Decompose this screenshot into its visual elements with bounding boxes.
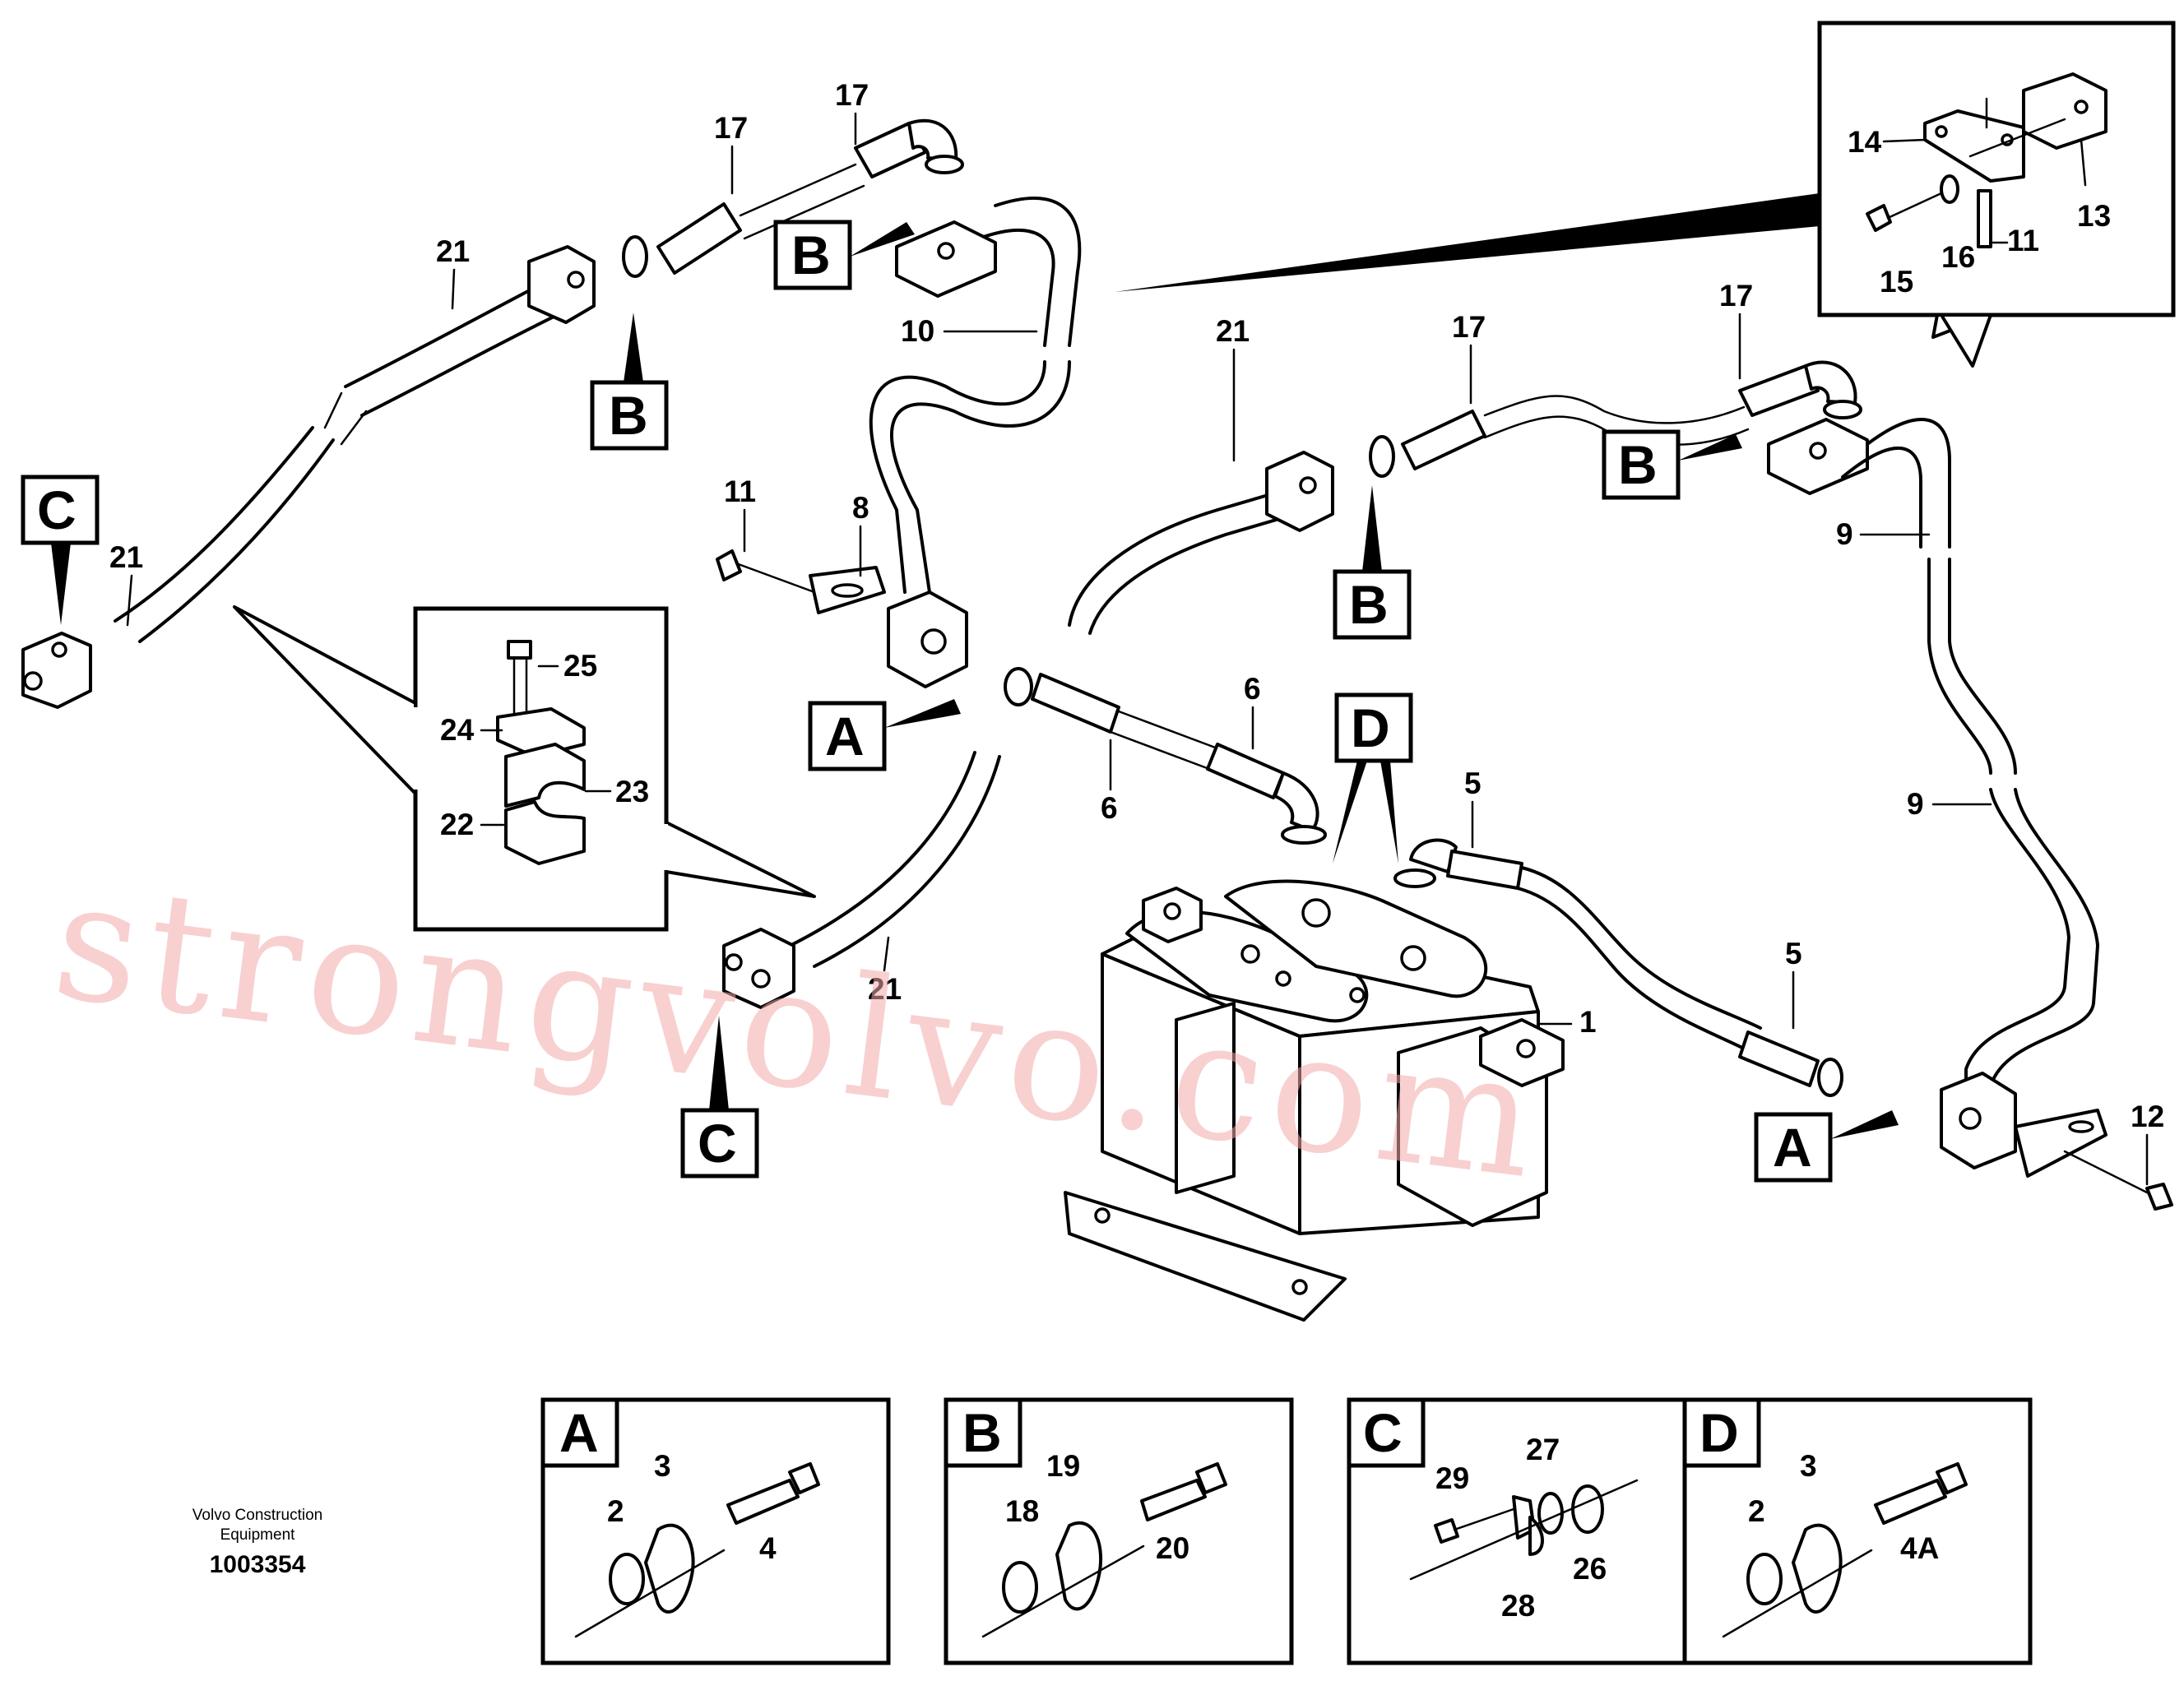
- label-23: 23: [615, 775, 649, 808]
- left-upper-hose-assembly: [21, 118, 1082, 709]
- detail-callout-clamp: 25 24 23 22: [233, 605, 816, 932]
- tag-b-right-lower: B: [1349, 574, 1389, 635]
- detail-panel-d: D 2 3 4A: [1682, 1397, 2033, 1665]
- detail-callout-top-right: 14 13 15 16 11: [1115, 21, 2176, 368]
- tag-b-upper: B: [791, 225, 831, 285]
- tag-a-right: A: [1773, 1117, 1812, 1178]
- tag-b-left: B: [609, 385, 648, 446]
- panel-c-label-28: 28: [1501, 1589, 1535, 1623]
- document-number: 1003354: [210, 1551, 306, 1578]
- label-22: 22: [440, 808, 474, 841]
- label-12: 12: [2131, 1100, 2164, 1133]
- panel-b-label-18: 18: [1005, 1494, 1039, 1528]
- label-15: 15: [1880, 265, 1913, 299]
- flange-c-left: [21, 632, 92, 709]
- label-17-right-a: 17: [1452, 310, 1486, 344]
- tag-b-right: B: [1618, 434, 1658, 495]
- label-5-lower: 5: [1785, 937, 1802, 970]
- label-6-upper: 6: [1244, 672, 1261, 706]
- label-21-lower: 21: [868, 972, 902, 1006]
- panel-c-label-26: 26: [1573, 1552, 1607, 1586]
- panel-a-label-2: 2: [607, 1494, 624, 1528]
- label-24: 24: [440, 713, 475, 747]
- detail-panel-a: A 2 3 4: [540, 1397, 891, 1665]
- label-21-upper: 21: [436, 234, 470, 268]
- panel-a-label-3: 3: [654, 1449, 671, 1483]
- label-21-right: 21: [1216, 314, 1250, 348]
- label-13: 13: [2077, 199, 2111, 233]
- caption-line-2: Equipment: [220, 1526, 296, 1544]
- label-5-upper: 5: [1464, 766, 1482, 800]
- panel-d-label-3: 3: [1800, 1449, 1817, 1483]
- flange-b-top: [527, 245, 596, 324]
- tag-d-center: D: [1351, 697, 1390, 758]
- lower-hose-to-c: [722, 751, 1001, 1009]
- view-reference-tags: B B C A C D B B A: [21, 220, 1899, 1183]
- detail-panel-b: B 18 19 20: [944, 1397, 1294, 1665]
- flange-b-right: [1265, 451, 1334, 532]
- label-25: 25: [563, 649, 597, 683]
- panel-a-letter: A: [559, 1402, 599, 1463]
- label-9-lower: 9: [1907, 787, 1924, 821]
- part-number-labels: 17 17 21 21 10 11 8 6 6 5 5 1 21 21 17 1…: [109, 78, 2164, 1186]
- tag-a-center: A: [825, 706, 865, 766]
- flange-c-center: [722, 928, 795, 1009]
- label-11: 11: [724, 475, 756, 508]
- label-6-lower: 6: [1101, 791, 1118, 825]
- detail-panel-c: C 29 27 28 26: [1347, 1397, 1697, 1665]
- label-17-right-b: 17: [1719, 279, 1753, 313]
- label-11-callout: 11: [2007, 224, 2039, 257]
- tag-c-left: C: [37, 479, 77, 540]
- label-8: 8: [852, 491, 869, 525]
- panel-c-label-29: 29: [1435, 1461, 1469, 1495]
- center-fitting-a: [716, 549, 1327, 845]
- valve-block: [1064, 838, 1843, 1322]
- panel-a-label-4: 4: [759, 1531, 777, 1565]
- panel-b-label-19: 19: [1046, 1449, 1080, 1483]
- label-21-left: 21: [109, 540, 143, 574]
- label-10: 10: [901, 314, 934, 348]
- label-16: 16: [1941, 240, 1975, 274]
- label-1: 1: [1579, 1005, 1597, 1039]
- panel-d-label-4a: 4A: [1900, 1531, 1939, 1565]
- panel-c-letter: C: [1363, 1402, 1403, 1463]
- panel-b-label-20: 20: [1156, 1531, 1189, 1565]
- label-14: 14: [1848, 125, 1882, 159]
- label-17-upper-b: 17: [714, 111, 748, 145]
- panel-b-letter: B: [962, 1402, 1002, 1463]
- caption-line-1: Volvo Construction: [192, 1507, 322, 1524]
- publisher-caption: Volvo Construction Equipment 1003354: [192, 1507, 322, 1578]
- panel-d-letter: D: [1699, 1402, 1739, 1463]
- panel-c-label-27: 27: [1526, 1433, 1560, 1466]
- panel-d-label-2: 2: [1748, 1494, 1765, 1528]
- label-9-upper: 9: [1836, 517, 1853, 551]
- tag-c-center: C: [698, 1113, 737, 1174]
- label-17-upper-a: 17: [835, 78, 869, 112]
